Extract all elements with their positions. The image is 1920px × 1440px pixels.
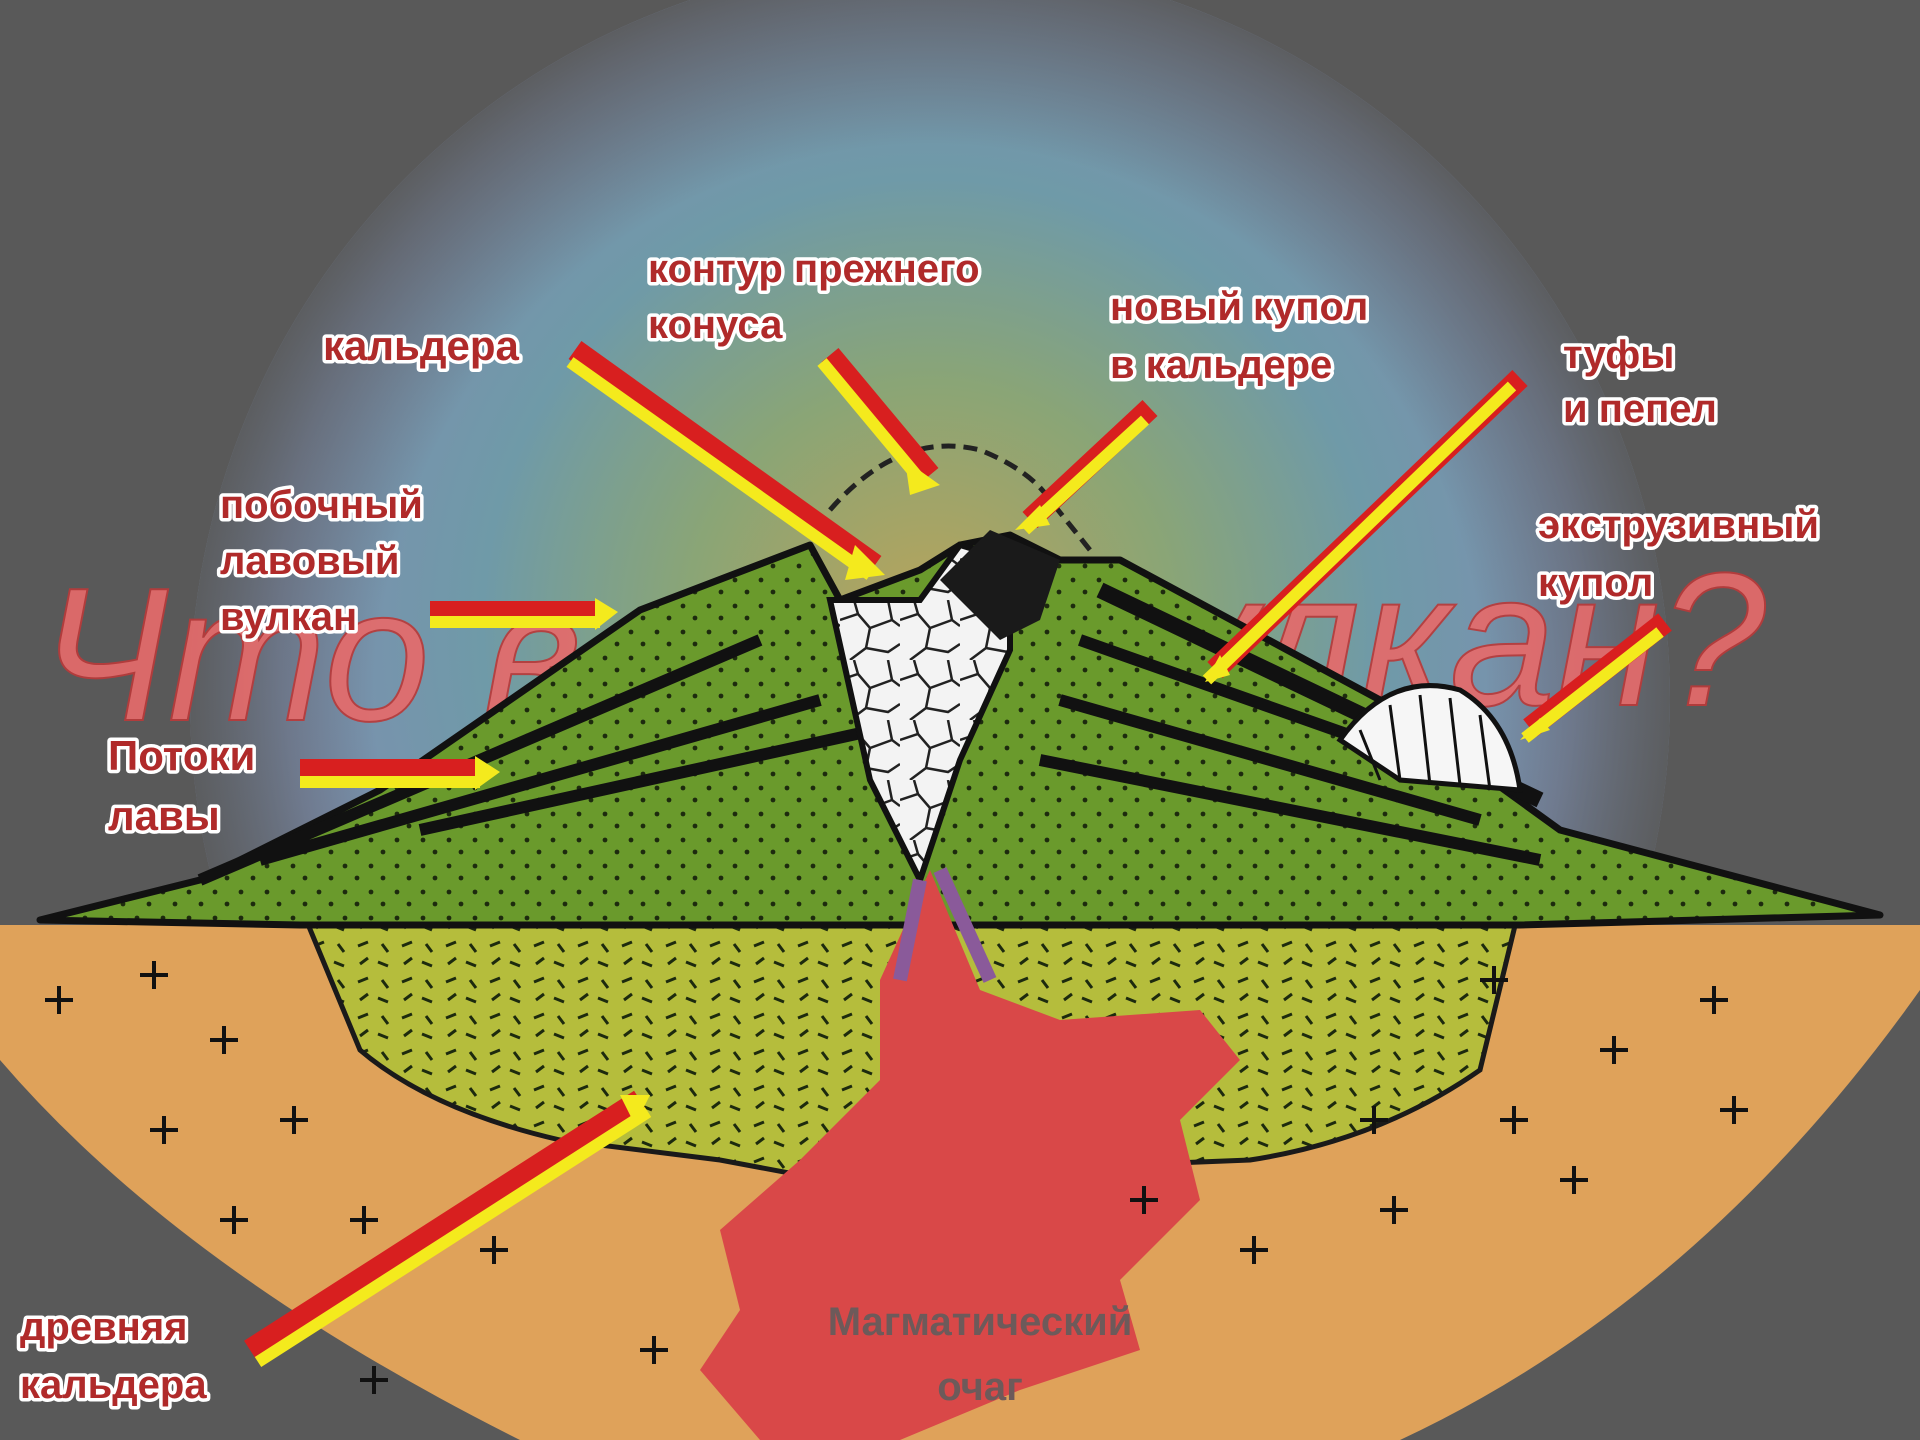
label-potoki-line1: Потоки — [108, 732, 255, 779]
label-drevnyaya-line2: кальдера — [20, 1363, 207, 1407]
label-ekstruzivniy-line2: купол — [1538, 561, 1653, 605]
label-magma-line2: очаг — [937, 1365, 1023, 1409]
label-kontur-line1: контур прежнего — [648, 247, 980, 291]
label-ekstruzivniy-line1: экструзивный — [1538, 503, 1819, 547]
label-potoki-line2: лавы — [108, 792, 220, 839]
label-kaldera: кальдера — [323, 322, 520, 369]
label-magma-line1: Магматический — [828, 1300, 1133, 1344]
label-noviy-kupol-line1: новый купол — [1110, 285, 1368, 329]
label-drevnyaya-line1: древняя — [20, 1305, 188, 1349]
label-pobochniy-line2: лавовый — [220, 539, 400, 583]
label-tufy-line1: туфы — [1563, 333, 1674, 377]
label-pobochniy-line1: побочный — [220, 483, 423, 527]
label-pobochniy-line3: вулкан — [220, 595, 357, 639]
label-kontur-line2: конуса — [648, 303, 783, 347]
arrow-potoki — [300, 756, 500, 790]
label-noviy-kupol-line2: в кальдере — [1110, 343, 1332, 387]
label-tufy-line2: и пепел — [1563, 387, 1717, 431]
arrow-pobochniy — [430, 598, 618, 630]
